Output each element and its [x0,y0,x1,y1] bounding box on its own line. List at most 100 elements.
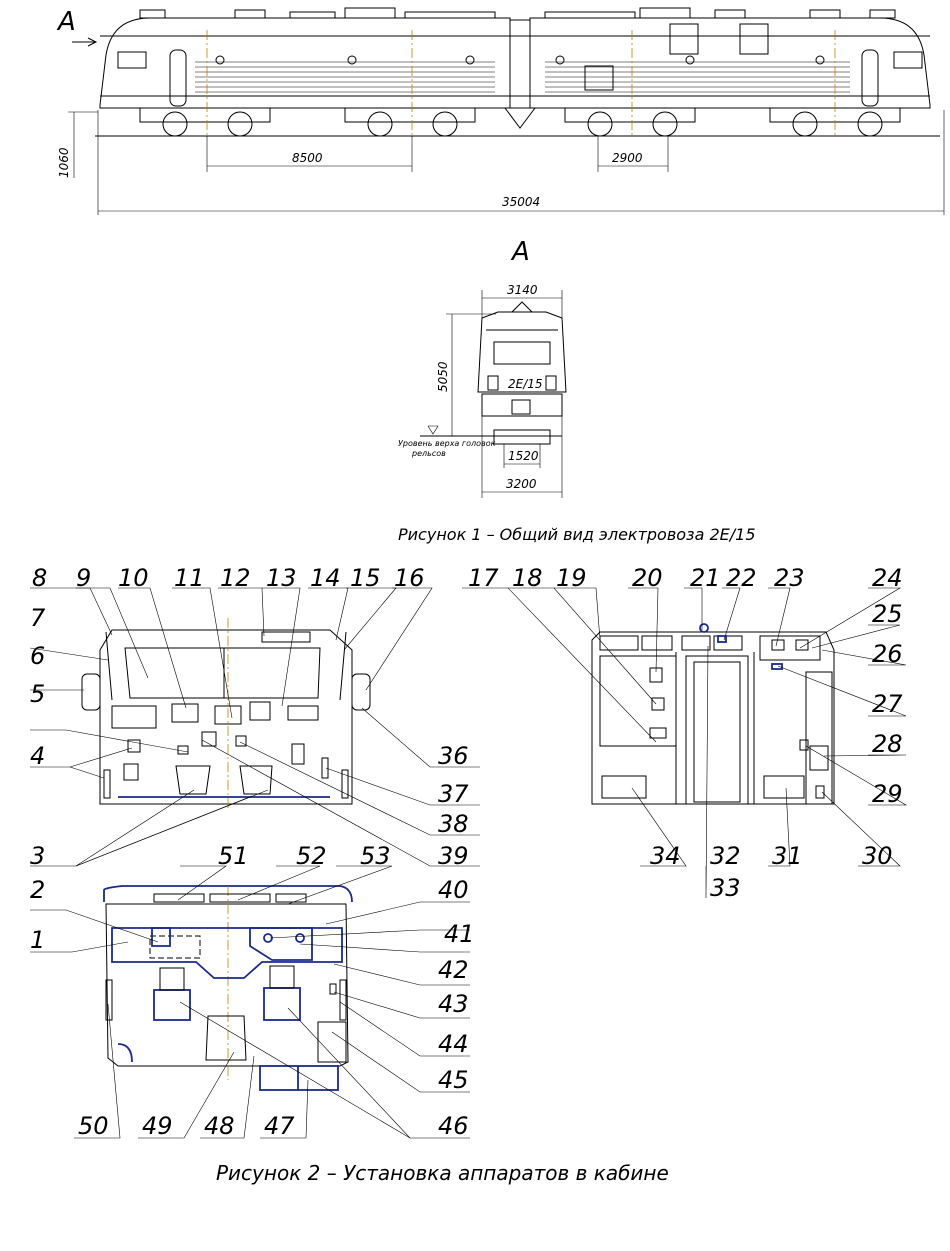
callout-10: 10 [118,564,149,592]
roof-equipment [869,9,896,19]
roof-equipment [809,9,841,19]
callout-3: 3 [30,842,45,870]
callout-18: 18 [512,564,543,592]
callout-numbers: 8 9 10 11 12 13 14 15 16 17 18 19 20 21 … [30,564,903,1140]
view-letter-front: А [510,237,530,267]
callout-41: 41 [444,920,475,948]
callout-5: 5 [30,680,45,708]
callout-6: 6 [30,642,45,670]
callout-9: 9 [76,564,91,592]
rail-level-mark [427,425,439,435]
front-windscreen [493,341,551,365]
view-letter-top: А [56,7,76,37]
bogie [139,107,271,137]
roof-equipment [639,7,691,19]
callout-38: 38 [438,810,469,838]
cab-window-right [893,51,923,69]
grille [739,23,769,55]
roof-equipment [404,11,496,19]
front-plate: 2Е/15 [508,377,543,391]
inter-section-gangway [509,19,531,109]
callout-21: 21 [690,564,721,592]
callout-4: 4 [30,742,45,770]
callout-26: 26 [872,640,903,668]
cab-window-left [117,51,147,69]
cab-plan-view [103,885,353,1091]
cab-rear-wall [591,623,835,805]
callout-48: 48 [204,1112,235,1140]
callout-14: 14 [310,564,341,592]
callout-24: 24 [872,564,903,592]
callout-49: 49 [142,1112,173,1140]
dim-5050: 5050 [436,361,450,392]
callout-42: 42 [438,956,469,984]
callout-15: 15 [350,564,381,592]
headlight [487,375,499,391]
callout-23: 23 [774,564,805,592]
callout-2: 2 [30,876,45,904]
roof-equipment [344,7,396,19]
louvres-left [195,61,495,93]
callout-13: 13 [266,564,297,592]
callout-8: 8 [32,564,47,592]
caption-figure-1: Рисунок 1 – Общий вид электровоза 2Е/15 [398,525,756,544]
louvres-right [545,61,850,93]
callout-17: 17 [468,564,499,592]
front-buffer-beam [481,393,563,417]
callout-46: 46 [438,1112,469,1140]
view-arrow-head [87,37,98,47]
callout-19: 19 [556,564,587,592]
roof-equipment [289,11,336,19]
callout-29: 29 [872,780,903,808]
callout-37: 37 [438,780,469,808]
inter-section-coupling [504,107,536,129]
roof-equipment [714,9,746,19]
callout-22: 22 [726,564,757,592]
rivet-mark [465,55,475,65]
callout-36: 36 [438,742,469,770]
pantograph [511,301,533,313]
dim-2900: 2900 [612,151,643,165]
callout-7: 7 [30,604,46,632]
locomotive-side-view: А [56,7,945,215]
rail-level-note-1: Уровень верха головок [398,439,496,448]
callout-25: 25 [872,600,903,628]
cab-door-left [169,49,187,107]
dim-1520: 1520 [508,449,539,463]
callout-28: 28 [872,730,903,758]
locomotive-front-view: А 2Е/15 Уровень верха головок рельсов 31… [398,237,567,498]
callout-45: 45 [438,1066,469,1094]
callout-11: 11 [174,564,205,592]
callout-16: 16 [394,564,425,592]
callout-43: 43 [438,990,469,1018]
rail-level-note-2: рельсов [411,449,446,458]
dim-3200: 3200 [506,477,537,491]
roof-equipment [544,11,636,19]
roof-equipment [139,9,166,19]
grille [584,65,614,91]
coupler [511,399,531,415]
roof-equipment [234,9,266,19]
callout-39: 39 [438,842,469,870]
front-bogie [493,429,551,445]
callout-53: 53 [360,842,391,870]
bogie [564,107,696,137]
dim-35004: 35004 [502,195,540,209]
callout-1: 1 [30,926,45,954]
rivet-mark [215,55,225,65]
leader-lines [29,587,908,1139]
callout-47: 47 [264,1112,295,1140]
callout-34: 34 [650,842,681,870]
callout-31: 31 [772,842,803,870]
rivet-mark [347,55,357,65]
rivet-mark [555,55,565,65]
dim-1060: 1060 [57,147,71,178]
callout-20: 20 [632,564,663,592]
caption-figure-2: Рисунок 2 – Установка аппаратов в кабине [216,1161,669,1185]
callout-52: 52 [296,842,327,870]
callout-51: 51 [218,842,249,870]
grille [669,23,699,55]
callout-33: 33 [710,874,741,902]
cab-front-wall [81,618,371,810]
